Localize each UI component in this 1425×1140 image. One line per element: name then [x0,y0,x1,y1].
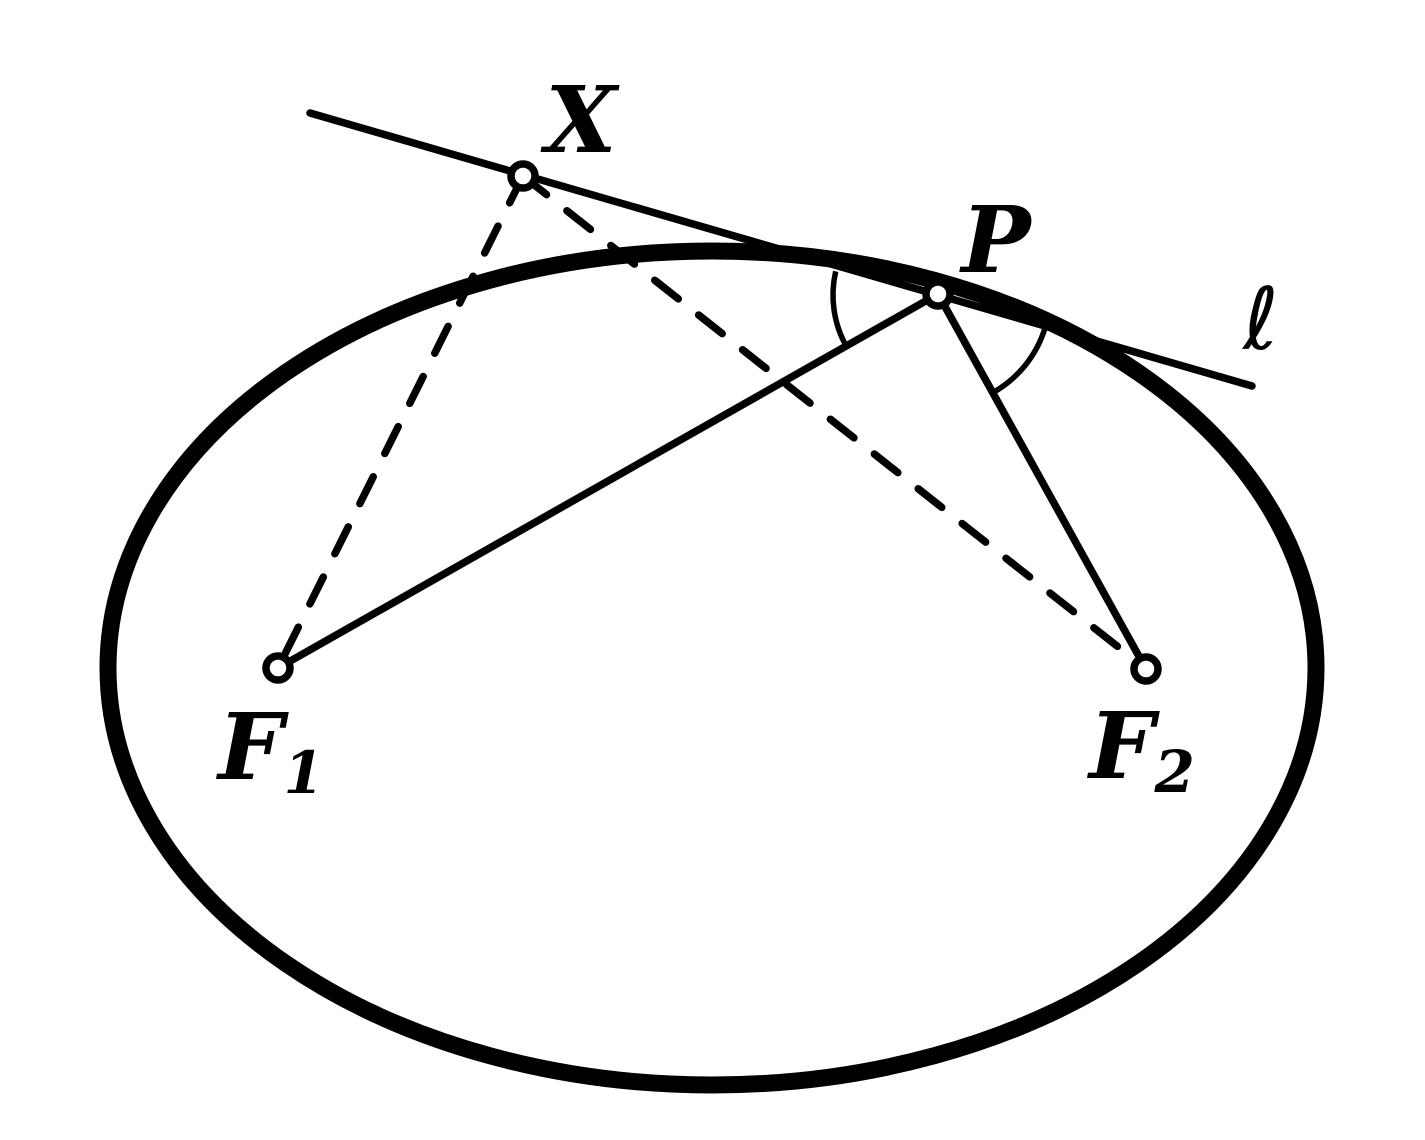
dashed-segment-x-f2 [519,172,1150,673]
label-focus-1-sub: 1 [283,739,323,807]
tangent-line [306,109,1256,390]
point-x-marker [507,160,539,192]
angle-arc-right [990,326,1048,396]
label-point-x: X [540,66,620,174]
label-focus-2-base: F [1086,692,1160,800]
label-focus-1-base: F [215,693,289,801]
segment-f1-p [274,290,942,672]
angle-arc-left [830,270,850,349]
label-focus-1: F1 [215,693,324,807]
dashed-segment-x-f1 [274,172,527,672]
ellipse-outline [99,242,1325,1094]
label-tangent-line: ℓ [1241,270,1279,370]
label-point-p: P [958,186,1033,294]
point-p-marker [922,278,954,310]
segment-f2-p [934,290,1150,673]
point-f1-marker [262,652,294,684]
label-focus-2: F2 [1086,692,1195,806]
point-f2-marker [1130,653,1162,685]
label-focus-2-sub: 2 [1153,738,1194,806]
